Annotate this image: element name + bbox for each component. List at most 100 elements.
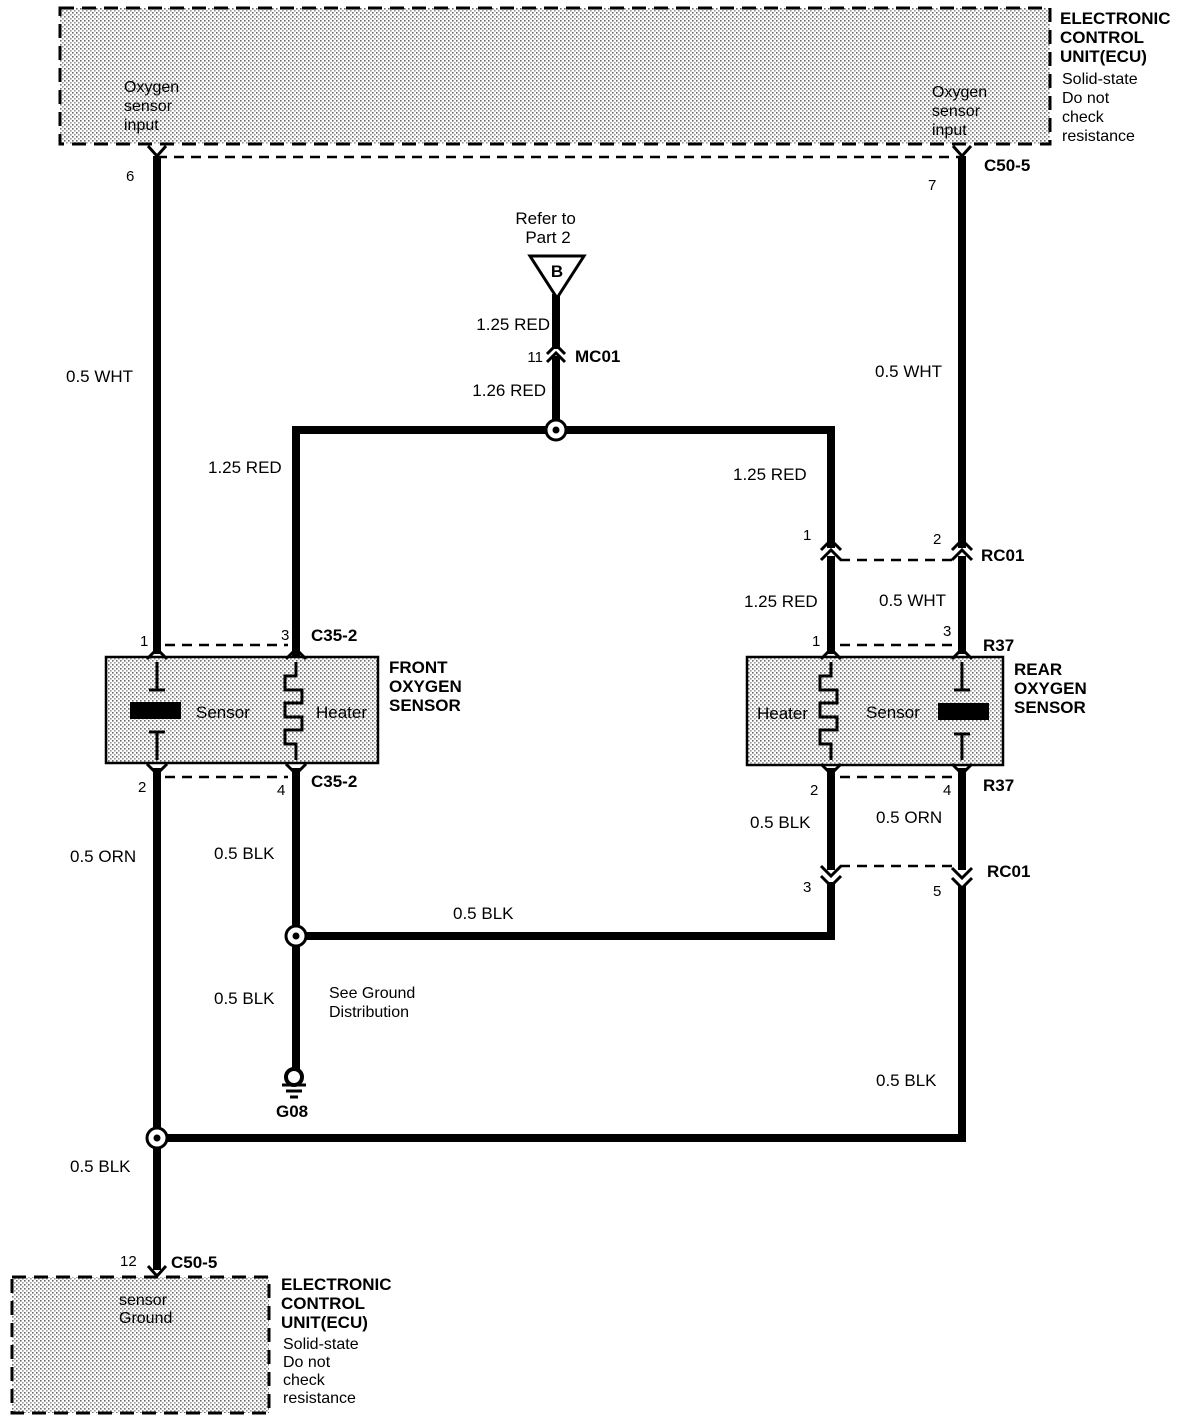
front-sensor-title: FRONT OXYGEN SENSOR <box>389 658 466 715</box>
front-oxygen-sensor: Sensor Heater 1 3 C35-2 2 4 C35-2 FRONT … <box>104 626 466 799</box>
rear-pin4-terminal-icon <box>950 762 974 777</box>
label-mid-blk: 0.5 BLK <box>453 904 514 923</box>
label-return-blk: 0.5 BLK <box>876 1071 937 1090</box>
mc01-wire-above-label: 1.25 RED <box>476 315 550 334</box>
rear-conn-bottom: R37 <box>983 776 1014 795</box>
front-sensor-box <box>104 655 380 765</box>
rc01-bottom-name: RC01 <box>987 862 1030 881</box>
front-sensor-label: Sensor <box>196 703 250 722</box>
wire-labels: 0.5 WHT 0.5 WHT 1.25 RED 1.25 RED 1.25 R… <box>66 362 946 1176</box>
front-pin3: 3 <box>281 627 289 644</box>
front-conn-bottom: C35-2 <box>311 772 357 791</box>
ecu-bottom-title: ELECTRONIC CONTROL UNIT(ECU) <box>281 1275 396 1332</box>
rear-sensor-element-icon <box>938 703 989 720</box>
ecu-top-right-input-label: Oxygen sensor input <box>932 84 992 139</box>
rear-heater-label: Heater <box>757 704 808 723</box>
ecu-bottom: 12 C50-5 sensor Ground ELECTRONIC CONTRO… <box>10 1253 396 1415</box>
mc01-pin: 11 <box>527 349 543 366</box>
rear-pin4: 4 <box>943 782 951 799</box>
wire-red-loop <box>292 426 835 656</box>
label-right-wht-lower: 0.5 WHT <box>879 591 946 610</box>
rear-oxygen-sensor: Heater Sensor 1 3 R37 2 4 R37 REAR OXYGE… <box>745 623 1091 799</box>
label-left-red: 1.25 RED <box>208 458 282 477</box>
front-heater-label: Heater <box>316 703 367 722</box>
label-front-blk: 0.5 BLK <box>214 844 275 863</box>
label-right-red-lower: 1.25 RED <box>744 592 818 611</box>
front-pin2-terminal-icon <box>145 762 169 777</box>
ecu-top: ELECTRONIC CONTROL UNIT(ECU) Solid-state… <box>58 6 1175 194</box>
refer-part2: Refer to Part 2 B <box>515 209 587 301</box>
refer-symbol: B <box>551 262 563 281</box>
ground-id: G08 <box>276 1102 308 1121</box>
ecu-top-left-input-label: Oxygen sensor input <box>124 79 184 134</box>
rc01-top-name: RC01 <box>981 546 1024 565</box>
rc01-top-pin-right: 2 <box>933 531 941 548</box>
ecu-top-right-terminal <box>951 144 973 159</box>
rear-pin1: 1 <box>812 633 820 650</box>
rc01-bottom-connector: 3 5 RC01 <box>803 862 1030 900</box>
rear-sensor-label: Sensor <box>866 703 920 722</box>
mc01-connector: 1.25 RED 11 MC01 1.26 RED <box>472 315 620 400</box>
label-right-orn: 0.5 ORN <box>876 808 942 827</box>
front-sensor-element-icon <box>130 702 181 719</box>
label-right-red-upper: 1.25 RED <box>733 465 807 484</box>
splice-top <box>544 418 568 442</box>
ground-note: See Ground Distribution <box>329 985 420 1021</box>
rc01-top-pin-left: 1 <box>803 527 811 544</box>
front-pin3-terminal-icon <box>284 646 308 661</box>
mc01-name: MC01 <box>575 347 620 366</box>
front-pin4: 4 <box>277 782 285 799</box>
ecu-top-right-pin: 7 <box>928 177 936 194</box>
label-bottom-blk: 0.5 BLK <box>70 1157 131 1176</box>
ecu-bottom-notes: Solid-state Do not check resistance <box>283 1336 363 1407</box>
ecu-top-notes: Solid-state Do not check resistance <box>1062 71 1142 145</box>
rear-pin2: 2 <box>810 782 818 799</box>
mc01-wire-below-label: 1.26 RED <box>472 381 546 400</box>
rear-conn-top: R37 <box>983 636 1014 655</box>
front-pin1-terminal-icon <box>145 646 169 661</box>
mc01-terminal-icon <box>545 342 567 364</box>
ground-bars-icon <box>282 1083 306 1099</box>
ecu-top-box <box>58 6 1052 146</box>
rc01-bottom-right-terminal-icon <box>950 866 974 891</box>
front-pin4-terminal-icon <box>284 762 308 777</box>
ground-g08: G08 See Ground Distribution <box>276 985 420 1121</box>
wire-mid-blk <box>292 882 835 940</box>
rear-sensor-lead-top <box>954 662 970 692</box>
rc01-bottom-pin-left: 3 <box>803 879 811 896</box>
ecu-top-left-pin: 6 <box>126 168 134 185</box>
front-heater-coil-icon <box>283 662 304 760</box>
splice-ground <box>284 924 308 948</box>
front-sensor-lead-bottom <box>149 730 165 760</box>
rc01-top-left-terminal-icon <box>819 537 843 562</box>
ecu-bottom-box <box>10 1275 271 1415</box>
front-pin2: 2 <box>138 779 146 796</box>
label-rear-blk: 0.5 BLK <box>750 813 811 832</box>
refer-triangle-icon <box>527 254 587 301</box>
rear-sensor-title: REAR OXYGEN SENSOR <box>1014 660 1091 717</box>
wires <box>153 156 966 1270</box>
front-pin1: 1 <box>140 633 148 650</box>
rc01-bottom-left-terminal-icon <box>819 864 843 889</box>
splice-return <box>145 1126 169 1150</box>
front-sensor-lead-top <box>149 662 165 692</box>
rc01-top-right-terminal-icon <box>950 537 974 562</box>
ecu-bottom-pin: 12 <box>120 1253 137 1270</box>
rear-pin3-terminal-icon <box>950 646 974 661</box>
ecu-top-connector-label: C50-5 <box>984 156 1030 175</box>
label-gnd-blk: 0.5 BLK <box>214 989 275 1008</box>
rear-pin2-terminal-icon <box>819 762 843 777</box>
rear-heater-coil-icon <box>818 662 839 760</box>
ecu-top-title: ELECTRONIC CONTROL UNIT(ECU) <box>1060 9 1175 66</box>
rc01-bottom-pin-right: 5 <box>933 883 941 900</box>
rear-pin1-terminal-icon <box>819 646 843 661</box>
rear-sensor-lead-bottom <box>954 732 970 760</box>
ecu-bottom-connector-label: C50-5 <box>171 1253 217 1272</box>
refer-text: Refer to Part 2 <box>515 209 580 247</box>
label-left-wht: 0.5 WHT <box>66 367 133 386</box>
ground-icon <box>284 1067 304 1087</box>
label-right-wht-upper: 0.5 WHT <box>875 362 942 381</box>
ecu-top-left-terminal <box>146 144 168 159</box>
wire-return-blk <box>153 886 966 1142</box>
